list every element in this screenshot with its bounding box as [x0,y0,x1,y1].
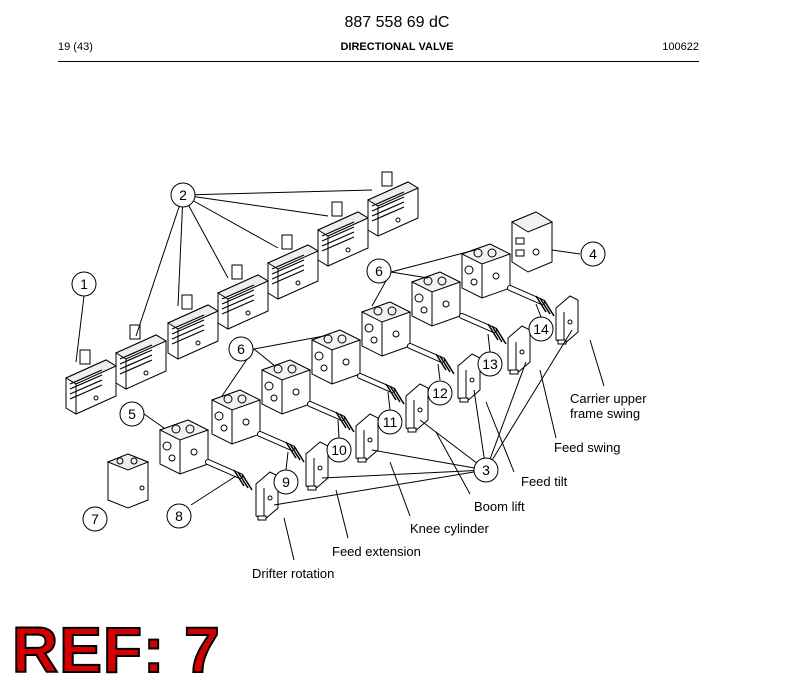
svg-text:7: 7 [91,511,99,527]
page-number: 19 (43) [58,41,93,53]
callout-6-lower: 6 [228,336,254,362]
solenoid-2a [115,324,167,390]
valve-section-upper-1 [461,243,511,299]
solenoid-2e [317,201,369,267]
callout-5: 5 [119,401,145,427]
spool-12 [410,346,454,374]
valve-section-lower-1 [311,329,361,385]
svg-text:10: 10 [331,442,347,458]
svg-text:4: 4 [589,246,597,262]
label-drifter-rotation: Drifter rotation [252,566,334,581]
callout-12: 12 [427,380,453,406]
bracket-f [305,441,329,491]
svg-text:6: 6 [237,341,245,357]
spool-9 [260,434,304,462]
callout-9: 9 [273,469,299,495]
bracket-c [457,353,481,403]
solenoid-1 [65,349,117,415]
callout-2: 2 [170,182,196,208]
callout-3: 3 [473,457,499,483]
callout-1: 1 [71,271,97,297]
label-carrier-upper: Carrier upper [570,391,647,406]
leader-lines [75,189,605,561]
callout-13: 13 [477,351,503,377]
callout-4: 4 [580,241,606,267]
callout-11: 11 [377,409,403,435]
bracket-a [555,295,579,345]
svg-text:8: 8 [175,508,183,524]
document-title: DIRECTIONAL VALVE [340,41,454,53]
label-knee-cylinder: Knee cylinder [410,521,489,536]
valve-section-lower-3 [211,389,261,445]
svg-text:13: 13 [482,356,498,372]
svg-text:9: 9 [282,474,290,490]
document-date-code: 100622 [662,41,699,53]
svg-text:12: 12 [432,385,448,401]
ref-label: REF: 7 [11,614,221,686]
label-boom-lift: Boom lift [474,499,525,514]
label-feed-tilt: Feed tilt [521,474,568,489]
bracket-b [507,325,531,375]
callout-7: 7 [82,506,108,532]
spool-13 [462,316,506,344]
header-rule [58,61,699,62]
callout-10: 10 [326,437,352,463]
spool-10 [310,404,354,432]
spool-14 [510,288,554,316]
svg-text:3: 3 [482,462,490,478]
callout-6-upper: 6 [366,258,392,284]
solenoid-2f [367,171,419,237]
label-frame-swing: frame swing [570,406,640,421]
callout-14: 14 [528,316,554,342]
spool-11 [360,376,404,404]
bracket-e [355,413,379,463]
document-number: 887 558 69 dC [344,14,450,31]
inlet-section-5 [159,419,209,475]
svg-text:1: 1 [80,276,88,292]
solenoid-2d [267,234,319,300]
bracket-d [405,383,429,433]
solenoid-2c [217,264,269,330]
svg-text:11: 11 [383,414,398,430]
callout-8: 8 [166,503,192,529]
valve-section-upper-2 [411,271,461,327]
svg-text:6: 6 [375,263,383,279]
svg-text:2: 2 [179,187,187,203]
solenoid-2b [167,294,219,360]
svg-text:5: 5 [128,406,136,422]
valve-section-lower-2 [261,359,311,415]
valve-section-upper-3 [361,301,411,357]
svg-text:14: 14 [533,321,549,337]
spool-8 [208,462,252,490]
end-plate-4 [510,211,554,273]
label-feed-swing: Feed swing [554,440,620,455]
label-feed-extension: Feed extension [332,544,421,559]
block-7 [106,453,150,509]
